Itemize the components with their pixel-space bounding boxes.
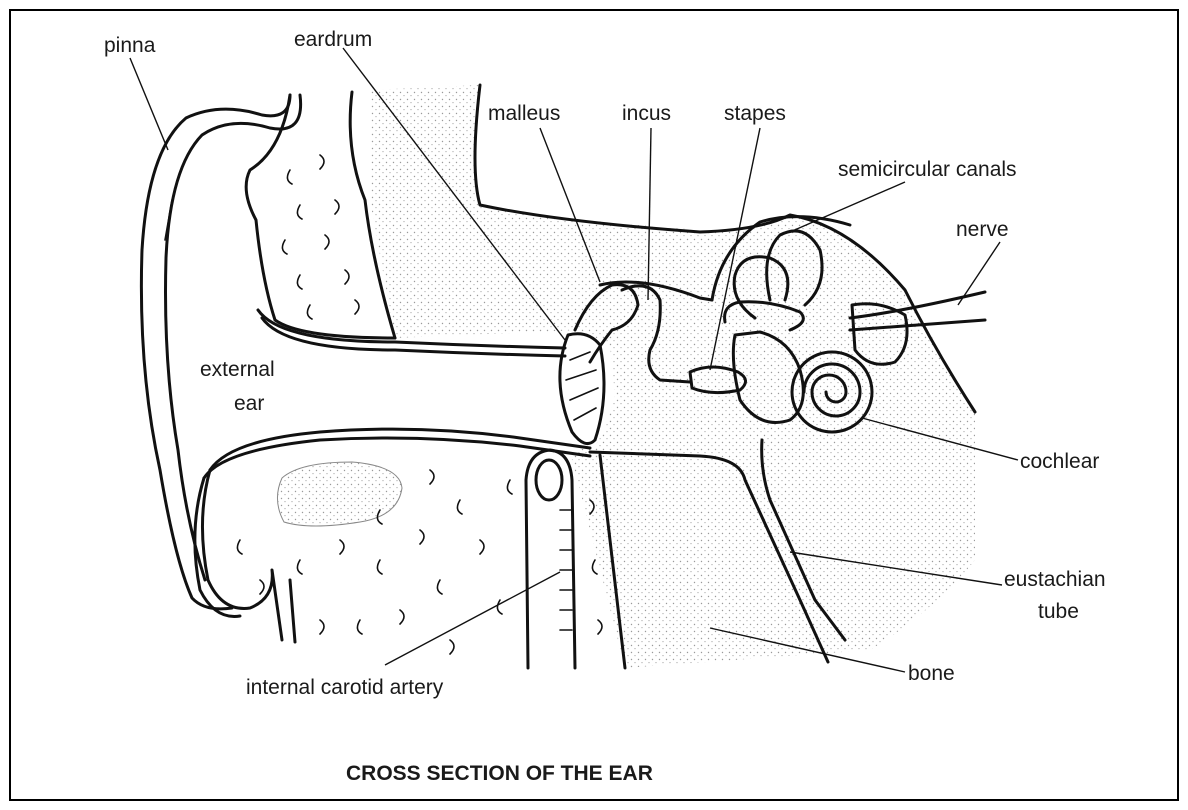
lower-neck-line (290, 580, 295, 642)
carotid-artery (526, 450, 575, 668)
label-bone: bone (908, 662, 955, 685)
ear-canal-lower-wall (210, 429, 590, 470)
label-eustachian-tube-line1: eustachian (1004, 568, 1106, 591)
label-pinna: pinna (104, 34, 156, 57)
label-external-ear-line2: ear (234, 392, 264, 415)
label-malleus: malleus (488, 102, 560, 125)
cartilage-hooks-upper (282, 155, 359, 319)
label-internal-carotid-artery: internal carotid artery (246, 676, 444, 699)
frame-border (10, 10, 1178, 800)
label-nerve: nerve (956, 218, 1009, 241)
cartilage-patch (277, 462, 402, 526)
label-incus: incus (622, 102, 671, 125)
label-eardrum: eardrum (294, 28, 372, 51)
figure-title: CROSS SECTION OF THE EAR (346, 762, 653, 785)
carotid-lumen (536, 460, 562, 500)
label-stapes: stapes (724, 102, 786, 125)
label-eustachian-tube-line2: tube (1038, 600, 1079, 623)
pinna-outline (141, 95, 290, 609)
eardrum-hatching (566, 352, 598, 420)
lower-lobe-outline (202, 470, 282, 640)
carotid-hatching (560, 510, 572, 630)
label-external-ear-line1: external (200, 358, 275, 381)
label-cochlear: cochlear (1020, 450, 1099, 473)
label-semicircular-canals: semicircular canals (838, 158, 1017, 181)
